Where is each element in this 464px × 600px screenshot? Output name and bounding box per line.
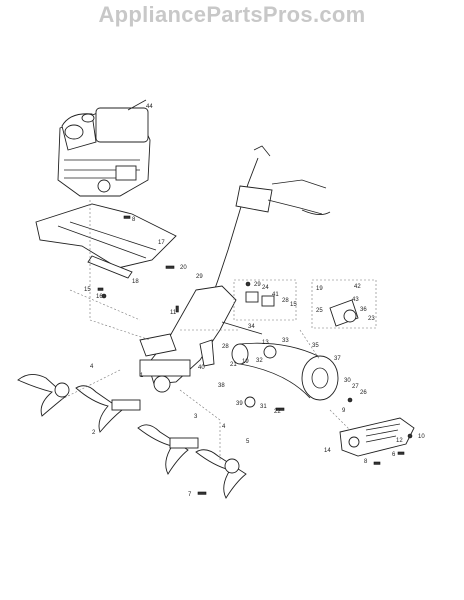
callout-29: 29 <box>254 282 261 288</box>
engine-assembly <box>57 99 151 197</box>
callout-17: 17 <box>158 240 165 246</box>
tine-left-inner <box>75 385 141 433</box>
callout-39: 39 <box>236 401 243 407</box>
callout-2: 2 <box>92 430 96 436</box>
callout-23: 23 <box>368 316 375 322</box>
callout-10: 10 <box>418 434 425 440</box>
callout-43: 43 <box>352 297 359 303</box>
callout-22: 22 <box>274 409 281 415</box>
transmission-frame <box>139 285 237 393</box>
callout-24: 24 <box>262 285 269 291</box>
callout-41: 41 <box>272 292 279 298</box>
callout-19: 19 <box>242 359 249 365</box>
bracket-parts <box>199 279 297 367</box>
callout-labels: 44 8 17 18 15 16 20 29 11 29 24 41 28 15… <box>84 104 425 498</box>
callout-35: 35 <box>312 343 319 349</box>
callout-29: 29 <box>196 274 203 280</box>
callout-19: 19 <box>316 286 323 292</box>
callout-38: 38 <box>218 383 225 389</box>
callout-18: 18 <box>132 279 139 285</box>
callout-25: 25 <box>316 308 323 314</box>
tine-right-inner <box>137 424 199 475</box>
callout-33: 33 <box>282 338 289 344</box>
tine-shield <box>35 203 177 279</box>
callout-34: 34 <box>248 324 255 330</box>
belt-drive <box>231 342 339 408</box>
callout-6: 6 <box>392 452 396 458</box>
callout-13: 13 <box>262 340 269 346</box>
callout-4: 4 <box>222 424 226 430</box>
tine-left-outer <box>17 374 70 417</box>
callout-42: 42 <box>354 284 361 290</box>
callout-4: 4 <box>90 364 94 370</box>
callout-8: 8 <box>364 459 368 465</box>
callout-30: 30 <box>344 378 351 384</box>
watermark-text: AppliancePartsPros.com <box>98 2 366 27</box>
callout-31: 31 <box>260 404 267 410</box>
callout-1: 1 <box>140 373 144 379</box>
handlebar-assembly <box>207 145 331 309</box>
callout-16: 16 <box>96 294 103 300</box>
tine-right-outer <box>195 449 247 499</box>
callout-14: 14 <box>324 448 331 454</box>
callout-7: 7 <box>188 492 192 498</box>
callout-5: 5 <box>246 439 250 445</box>
belt-cover <box>339 417 415 457</box>
callout-20: 20 <box>180 265 187 271</box>
callout-40: 40 <box>198 365 205 371</box>
callout-27: 27 <box>352 384 359 390</box>
callout-11: 11 <box>170 310 177 316</box>
callout-9: 9 <box>342 408 346 414</box>
callout-28: 28 <box>282 298 289 304</box>
callout-37: 37 <box>334 356 341 362</box>
callout-28: 28 <box>222 344 229 350</box>
callout-26: 26 <box>360 390 367 396</box>
callout-8: 8 <box>132 217 136 223</box>
leader-dashed-lines <box>59 200 351 460</box>
callout-36: 36 <box>360 307 367 313</box>
detail-inset-box <box>311 279 377 329</box>
callout-32: 32 <box>256 358 263 364</box>
callout-3: 3 <box>194 414 198 420</box>
callout-21: 21 <box>230 362 237 368</box>
callout-15: 15 <box>290 302 297 308</box>
callout-12: 12 <box>396 438 403 444</box>
callout-44: 44 <box>146 104 153 110</box>
callout-15: 15 <box>84 287 91 293</box>
fasteners <box>97 215 413 495</box>
